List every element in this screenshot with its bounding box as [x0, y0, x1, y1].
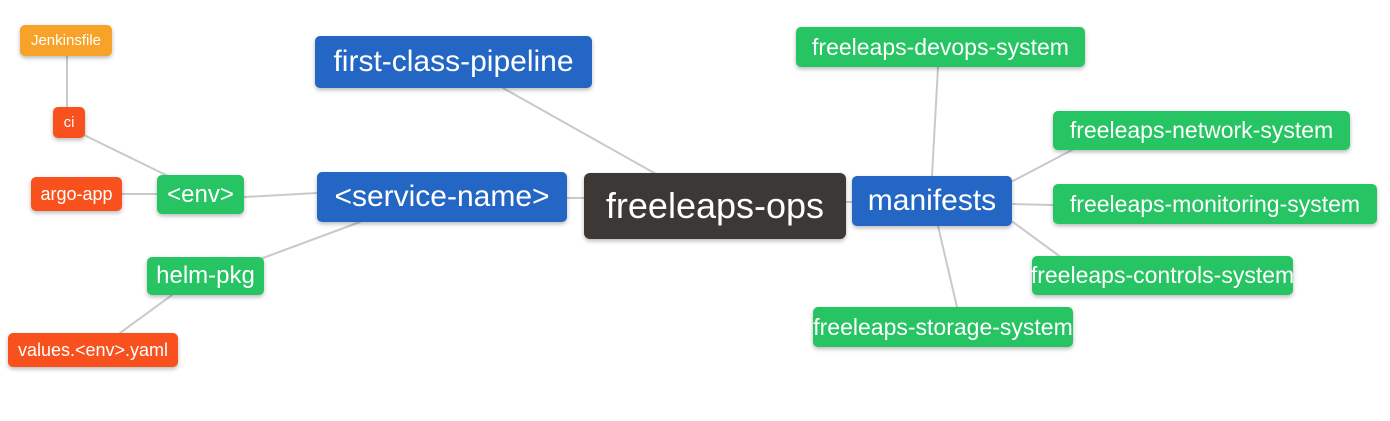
edge-manifests-network: [1012, 149, 1073, 182]
node-freeleaps-storage-system[interactable]: freeleaps-storage-system: [813, 307, 1073, 347]
node-helm-pkg[interactable]: helm-pkg: [147, 257, 264, 295]
node-argo-app[interactable]: argo-app: [31, 177, 122, 211]
edge-manifests-controls: [1012, 221, 1063, 259]
node-ci[interactable]: ci: [53, 107, 85, 138]
node-values-env-yaml[interactable]: values.<env>.yaml: [8, 333, 178, 367]
edge-values-helm-pkg: [119, 294, 173, 334]
node-env[interactable]: <env>: [157, 175, 244, 214]
node-freeleaps-network-system[interactable]: freeleaps-network-system: [1053, 111, 1350, 150]
edge-env-service-name: [243, 192, 318, 198]
node-manifests[interactable]: manifests: [852, 176, 1012, 226]
node-freeleaps-controls-system[interactable]: freeleaps-controls-system: [1031, 256, 1294, 295]
node-freeleaps-ops[interactable]: freeleaps-ops: [584, 173, 846, 239]
node-service-name[interactable]: <service-name>: [317, 172, 567, 222]
edge-manifests-storage: [937, 225, 958, 308]
edge-pipeline-ops: [502, 87, 657, 175]
node-first-class-pipeline[interactable]: first-class-pipeline: [315, 36, 592, 88]
edge-ci-env: [83, 134, 171, 178]
edge-manifests-monitoring: [1012, 203, 1054, 206]
node-freeleaps-devops-system[interactable]: freeleaps-devops-system: [796, 27, 1085, 67]
node-jenkinsfile[interactable]: Jenkinsfile: [20, 25, 112, 56]
edge-helm-pkg-service-name: [262, 221, 361, 259]
node-freeleaps-monitoring-system[interactable]: freeleaps-monitoring-system: [1053, 184, 1377, 224]
edge-manifests-devops: [931, 66, 939, 177]
